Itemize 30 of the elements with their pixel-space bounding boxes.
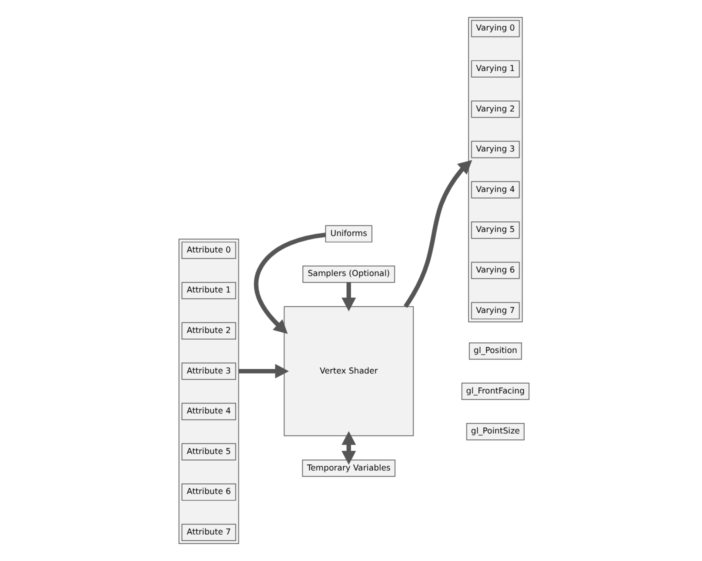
arrow [254,232,326,334]
node-box: Attribute 0 [182,242,236,259]
node-box: Varying 4 [471,181,520,198]
arrow [238,364,289,378]
node-box: Attribute 6 [182,484,236,501]
arrow [404,160,472,308]
node-box: Attribute 4 [182,402,236,420]
cluster [468,17,523,322]
node-box: Attribute 1 [182,282,236,300]
node-box: Varying 3 [471,140,520,158]
node-box: Temporary Variables [302,460,396,477]
node-box: Varying 6 [471,262,520,279]
node-box: Varying 2 [471,100,520,118]
node-box: Varying 0 [471,20,520,38]
node-box: Attribute 5 [182,443,236,460]
node-box: gl_FrontFacing [461,382,530,400]
node-box: Attribute 3 [182,362,236,380]
node-box: gl_PointSize [466,423,525,440]
arrow [342,282,356,312]
node-box: Varying 7 [471,302,520,320]
node-box: Varying 5 [471,222,520,239]
node-box: Attribute 7 [182,524,236,541]
node-box: Varying 1 [471,60,520,78]
node-box: Uniforms [325,225,372,242]
node-box: Vertex Shader [284,306,414,436]
node-box: Samplers (Optional) [302,266,396,283]
node-box: Attribute 2 [182,322,236,340]
cluster [178,238,240,544]
arrow [342,431,356,465]
node-box: gl_Position [468,342,522,360]
